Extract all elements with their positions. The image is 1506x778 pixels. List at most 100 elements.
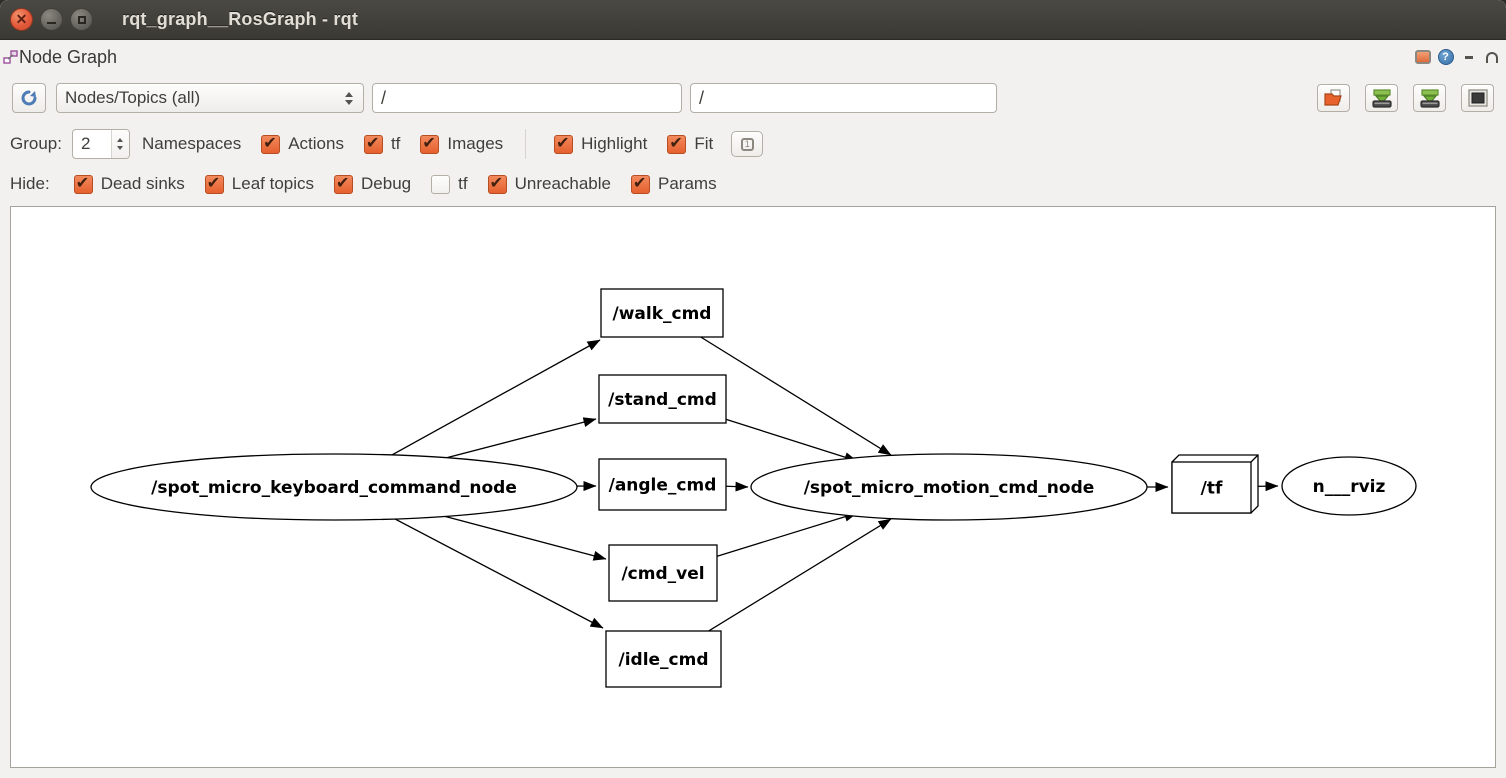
checked-checkbox-icon[interactable] [261,133,281,154]
namespaces-label: Namespaces [141,134,242,153]
save-drive-icon [1419,88,1440,108]
float-icon [1485,51,1498,63]
checkbox-images[interactable]: Images [420,133,504,154]
checkbox-label: Unreachable [514,174,611,193]
save-svg-button[interactable] [1413,84,1446,112]
checkbox-params[interactable]: Params [631,173,717,194]
group-label: Group: [10,134,62,153]
graph-node-angle_cmd[interactable]: /angle_cmd [598,458,727,511]
graph-canvas[interactable]: /spot_micro_keyboard_command_node/walk_c… [10,206,1496,768]
checkbox-label: Leaf topics [231,174,315,193]
checked-checkbox-icon[interactable] [420,133,440,154]
save-dot-button[interactable] [1365,84,1398,112]
checked-checkbox-icon[interactable] [204,173,224,194]
group-spinbox[interactable]: 2 [71,129,130,159]
checkbox-label: Debug [361,174,412,193]
topic-filter-input[interactable] [690,83,997,113]
checkbox-fit[interactable]: Fit [667,133,714,154]
graph-node-spot_micro_keyboard_command_node[interactable]: /spot_micro_keyboard_command_node [90,453,578,521]
checked-checkbox-icon[interactable] [667,133,687,154]
image-icon [1467,89,1488,107]
checkbox-dead-sinks[interactable]: Dead sinks [73,173,185,194]
checkbox-label: Dead sinks [100,174,185,193]
toolbar-separator [525,129,527,159]
checkbox-label: Highlight [581,134,648,153]
checked-checkbox-icon[interactable] [487,173,507,194]
checkbox-label: Images [447,134,504,153]
checkbox-label: tf [390,134,401,153]
save-image-button[interactable] [1461,84,1494,112]
spinbox-arrows-icon[interactable] [110,130,129,158]
fit-in-view-icon: 1 [740,137,754,151]
window-titlebar[interactable]: ✕ rqt_graph__RosGraph - rqt [0,0,1506,40]
window-title: rqt_graph__RosGraph - rqt [122,9,359,29]
checkbox-leaf-topics[interactable]: Leaf topics [204,173,315,194]
graph-node-label: /spot_micro_keyboard_command_node [151,478,517,498]
checked-checkbox-icon[interactable] [363,133,383,154]
window-minimize-button[interactable] [40,8,63,31]
checkbox-label: Fit [694,134,714,153]
graph-node-label: /spot_micro_motion_cmd_node [804,478,1095,498]
hide-label: Hide: [10,174,50,193]
graph-type-value: Nodes/Topics (all) [65,88,201,107]
view-checkbox-group: Highlight Fit [534,133,714,154]
minimize-icon [47,21,56,24]
graph-node-label: /stand_cmd [608,390,717,410]
graph-node-label: /tf [1201,479,1223,499]
graph-type-combobox[interactable]: Nodes/Topics (all) [56,83,364,113]
checked-checkbox-icon[interactable] [554,133,574,154]
load-dot-button[interactable] [1317,84,1350,112]
unchecked-checkbox-icon[interactable] [431,174,451,194]
graph-node-label: n___rviz [1313,477,1386,497]
graph-node-label: /walk_cmd [613,304,712,324]
graph-node-stand_cmd[interactable]: /stand_cmd [598,374,727,424]
graph-node-spot_micro_motion_cmd_node[interactable]: /spot_micro_motion_cmd_node [750,453,1148,521]
hide-checkbox-group: Dead sinks Leaf topics Debug tf Unreachable P… [54,173,717,194]
refresh-button[interactable] [12,83,46,113]
checkbox-tf[interactable]: tf [431,174,468,194]
window-maximize-button[interactable] [70,8,93,31]
maximize-icon [77,15,86,24]
type-checkbox-group: Actions tf Images [241,133,504,154]
graph-node-label: /idle_cmd [618,650,708,670]
dock-screenshot-button[interactable] [1414,49,1431,66]
graph-node-walk_cmd[interactable]: /walk_cmd [600,288,724,338]
node-graph-icon [2,49,19,66]
checked-checkbox-icon[interactable] [631,173,650,194]
checkbox-actions[interactable]: Actions [261,133,344,154]
fit-in-view-button[interactable]: 1 [731,131,764,157]
checkbox-unreachable[interactable]: Unreachable [487,173,611,194]
group-spinbox-value: 2 [80,134,91,153]
checked-checkbox-icon[interactable] [334,173,354,194]
screenshot-icon [1414,50,1431,64]
checkbox-label: Params [658,174,717,193]
dock-help-button[interactable]: ? [1437,49,1454,66]
graph-node-cmd_vel[interactable]: /cmd_vel [608,544,718,602]
dock-minimize-button[interactable] [1460,49,1477,66]
refresh-icon [21,90,37,106]
checkbox-label: Actions [288,134,344,153]
window-close-button[interactable]: ✕ [10,8,33,31]
dock-title: Node Graph [19,46,118,67]
graph-node-label: /angle_cmd [609,476,717,496]
checkbox-highlight[interactable]: Highlight [554,133,648,154]
graph-node-tf[interactable]: /tf [1171,454,1259,514]
checkbox-tf[interactable]: tf [363,133,401,154]
graph-node-idle_cmd[interactable]: /idle_cmd [605,630,722,688]
graph-node-label: /cmd_vel [621,564,704,584]
help-icon: ? [1437,49,1454,65]
hide-row: Hide: Dead sinks Leaf topics Debug tf Unreac… [0,166,1506,202]
checkbox-debug[interactable]: Debug [334,173,412,194]
node-filter-input[interactable] [372,83,682,113]
combobox-arrows-icon [345,91,355,105]
folder-open-icon [1323,89,1344,107]
dock-float-button[interactable] [1483,49,1500,66]
minimize-dash-icon [1464,55,1473,59]
checked-checkbox-icon[interactable] [73,173,93,194]
graph-node-rviz[interactable]: n___rviz [1281,456,1417,516]
dock-titlebar: Node Graph ? [0,40,1506,74]
graph-toolbar: Nodes/Topics (all) [12,82,1494,114]
save-drive-icon [1371,88,1392,108]
checkbox-label: tf [458,174,468,193]
